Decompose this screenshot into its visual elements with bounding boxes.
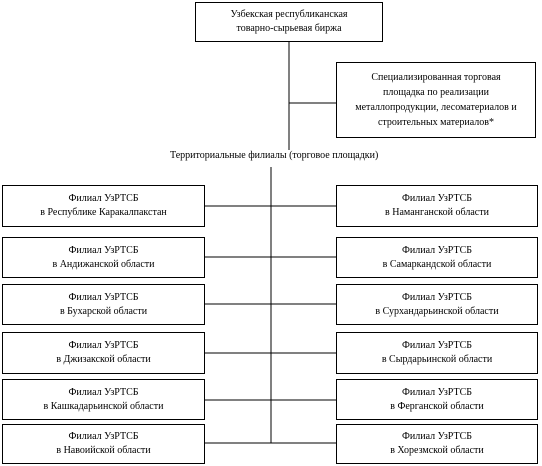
branch-right-3: Филиал УзРТСБ в Сурхандарьинской области [336,284,538,325]
special-line-2: площадка по реализации [383,87,489,98]
branch-left-4-line-2: в Джизакской области [56,354,151,365]
branch-right-1-line-1: Филиал УзРТСБ [402,193,472,204]
branch-left-1: Филиал УзРТСБ в Республике Каракалпакста… [2,185,205,227]
branch-left-4-line-1: Филиал УзРТСБ [68,340,139,351]
branch-right-2: Филиал УзРТСБ в Самаркандской области [336,237,538,278]
special-platform-box: Специализированная торговая площадка по … [336,62,536,138]
branch-left-2-line-2: в Андижанской области [52,258,155,270]
head-box: Узбекская республиканская товарно-сырьев… [195,2,383,42]
head-line-1: Узбекская республиканская [230,9,348,20]
branch-right-2-line-2: в Самаркандской области [382,258,492,270]
branch-right-3-line-2: в Сурхандарьинской области [375,305,499,317]
branch-left-6: Филиал УзРТСБ в Навоийской области [2,424,205,464]
branch-right-3-line-1: Филиал УзРТСБ [402,291,472,303]
branch-left-1-line-1: Филиал УзРТСБ [68,193,139,204]
special-line-3: металлопродукции, лесоматериалов и [355,102,517,113]
branch-left-3-line-1: Филиал УзРТСБ [68,291,139,303]
special-line-4: строительных материалов* [377,117,495,128]
branch-right-6-line-1: Филиал УзРТСБ [402,431,472,442]
branch-left-6-line-1: Филиал УзРТСБ [68,431,139,442]
branch-right-5: Филиал УзРТСБ в Ферганской области [336,379,538,420]
branch-right-4: Филиал УзРТСБ в Сырдарьинской области [336,332,538,374]
branch-right-2-line-1: Филиал УзРТСБ [402,244,472,256]
branch-right-1-line-2: в Наманганской области [385,207,489,218]
branch-left-2-line-1: Филиал УзРТСБ [68,244,139,256]
head-line-2: товарно-сырьевая биржа [236,23,342,34]
branch-left-2: Филиал УзРТСБ в Андижанской области [2,237,205,278]
branch-right-6: Филиал УзРТСБ в Хорезмской области [336,424,538,464]
branch-right-6-line-2: в Хорезмской области [390,445,484,456]
special-line-1: Специализированная торговая [371,72,501,83]
branch-left-5-line-2: в Кашкадарьинской области [43,400,164,412]
branches-title: Территориальные филиалы (торговое площад… [170,150,379,161]
branch-right-4-line-2: в Сырдарьинской области [381,354,493,365]
branch-left-6-line-2: в Навоийской области [56,445,151,456]
branch-right-1: Филиал УзРТСБ в Наманганской области [336,185,538,227]
branch-left-3: Филиал УзРТСБ в Бухарской области [2,284,205,325]
branch-right-4-line-1: Филиал УзРТСБ [402,340,472,351]
branch-left-1-line-2: в Республике Каракалпакстан [40,207,167,218]
branch-left-5-line-1: Филиал УзРТСБ [68,386,139,398]
branch-left-3-line-2: в Бухарской области [59,305,148,317]
branch-right-5-line-2: в Ферганской области [390,400,484,412]
branch-left-5: Филиал УзРТСБ в Кашкадарьинской области [2,379,205,420]
branch-left-4: Филиал УзРТСБ в Джизакской области [2,332,205,374]
branch-right-5-line-1: Филиал УзРТСБ [402,386,472,398]
